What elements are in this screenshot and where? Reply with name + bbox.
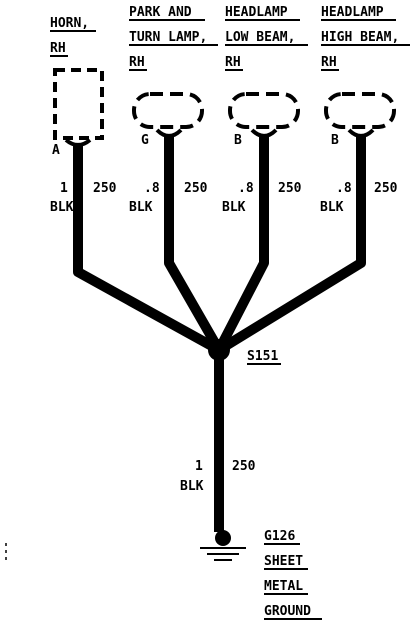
highbeam-pin-label: B <box>331 133 339 148</box>
park-connector-tab <box>155 128 183 138</box>
park-wire-circuit: 250 <box>184 181 208 196</box>
ground-label-line-3: METAL <box>264 579 303 594</box>
lowbeam-label-line-1: HEADLAMP <box>225 5 288 20</box>
ground-label-line-4: GROUND <box>264 604 311 619</box>
highbeam-wire-spec: .8 BLK 250 <box>320 181 398 215</box>
park-wire-color: BLK <box>129 200 153 215</box>
highbeam-label-line-3: RH <box>321 55 337 70</box>
highbeam-label-line-2: HIGH BEAM, <box>321 30 399 45</box>
highbeam-wire-gauge: .8 <box>336 181 352 196</box>
lowbeam-lamp-outline <box>228 92 300 129</box>
lowbeam-wire-color: BLK <box>222 200 246 215</box>
main-wire-color: BLK <box>180 479 204 494</box>
lowbeam-label-line-2: LOW BEAM, <box>225 30 295 45</box>
horn-label-line-2: RH <box>50 41 66 56</box>
horn-wire-color: BLK <box>50 200 74 215</box>
park-label-line-2: TURN LAMP, <box>129 30 207 45</box>
highbeam-wire-circuit: 250 <box>374 181 398 196</box>
lowbeam-wire <box>214 136 269 353</box>
lowbeam-wire-gauge: .8 <box>238 181 254 196</box>
horn-wire <box>73 146 222 355</box>
ground-label-line-1: G126 <box>264 529 295 544</box>
ground-label-line-2: SHEET <box>264 554 303 569</box>
splice-label: S151 <box>247 349 278 364</box>
park-label-line-3: RH <box>129 55 145 70</box>
park-wire <box>164 136 224 353</box>
horn-pin-label: A <box>52 143 60 158</box>
lowbeam-label-line-3: RH <box>225 55 241 70</box>
lowbeam-connector-tab <box>250 128 278 138</box>
horn-label: HORN, RH <box>50 16 96 57</box>
ground-label: G126 SHEET METAL GROUND <box>264 529 322 620</box>
ground-icon <box>200 530 246 561</box>
splice-dot <box>208 339 230 361</box>
horn-wire-circuit: 250 <box>93 181 117 196</box>
highbeam-wire-color: BLK <box>320 200 344 215</box>
highbeam-lamp-outline <box>324 92 396 129</box>
lowbeam-label: HEADLAMP LOW BEAM, RH <box>225 5 308 71</box>
park-wire-gauge: .8 <box>144 181 160 196</box>
horn-wire-spec: 1 BLK 250 <box>50 181 117 215</box>
park-label-line-1: PARK AND <box>129 5 192 20</box>
lowbeam-wire-circuit: 250 <box>278 181 302 196</box>
lowbeam-wire-spec: .8 BLK 250 <box>222 181 302 215</box>
horn-label-line-1: HORN, <box>50 16 89 31</box>
main-wire-gauge: 1 <box>195 459 203 474</box>
horn-wire-gauge: 1 <box>60 181 68 196</box>
horn-connector-tab <box>64 138 92 147</box>
main-wire-circuit: 250 <box>232 459 256 474</box>
park-wire-spec: .8 BLK 250 <box>129 181 208 215</box>
ground-terminal-dot <box>215 530 231 546</box>
park-lamp-outline <box>132 92 204 129</box>
main-wire-spec: 1 BLK 250 <box>180 459 256 494</box>
park-pin-label: G <box>141 133 149 148</box>
horn-component-outline <box>53 68 104 140</box>
highbeam-label-line-1: HEADLAMP <box>321 5 384 20</box>
highbeam-wire <box>216 136 366 355</box>
park-label: PARK AND TURN LAMP, RH <box>129 5 218 71</box>
lowbeam-pin-label: B <box>234 133 242 148</box>
highbeam-connector-tab <box>347 128 375 138</box>
highbeam-label: HEADLAMP HIGH BEAM, RH <box>321 5 410 71</box>
